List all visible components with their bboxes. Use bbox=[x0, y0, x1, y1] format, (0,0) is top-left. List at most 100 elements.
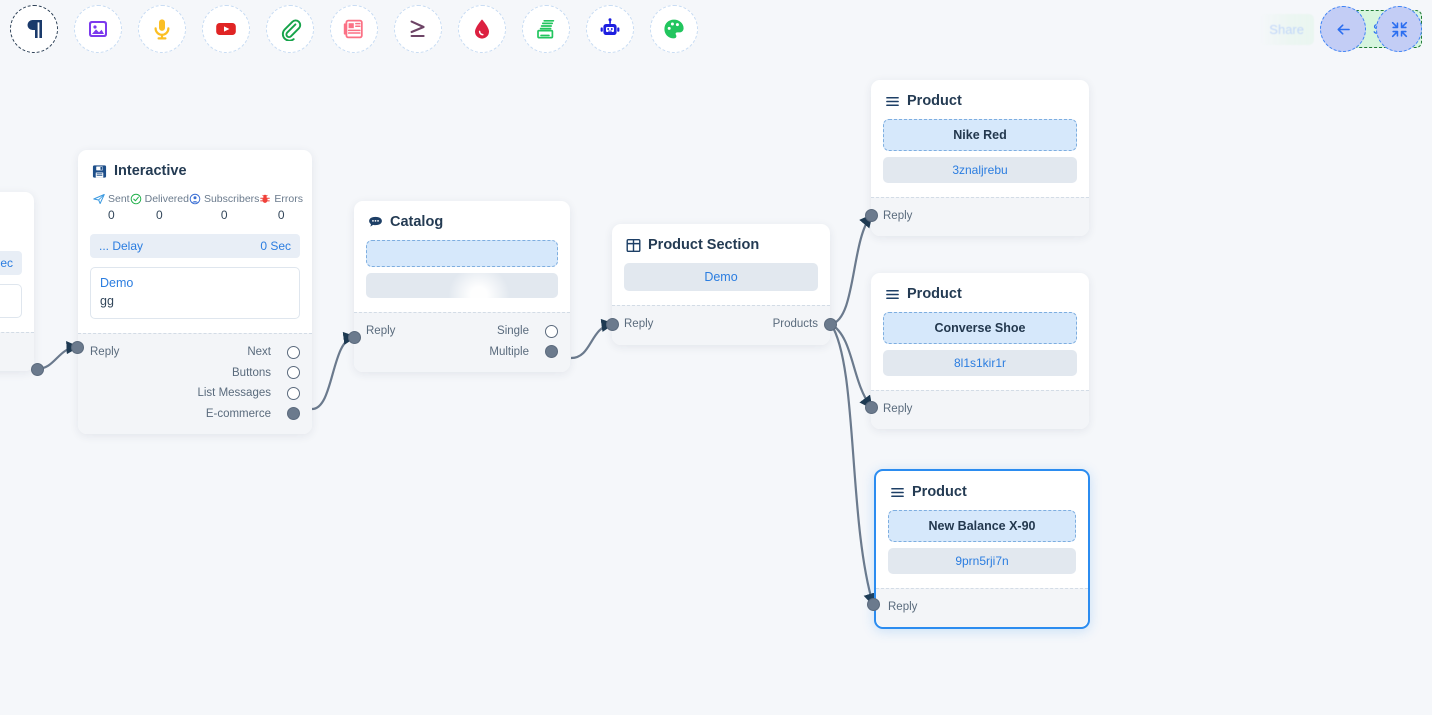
node-product-1[interactable]: Product Nike Red 3znaljrebu Reply bbox=[871, 80, 1089, 236]
node-interactive[interactable]: Interactive Sent 0 bbox=[78, 150, 312, 434]
node-product-section[interactable]: Product Section Demo Reply Products bbox=[612, 224, 830, 345]
hamburger-icon bbox=[886, 289, 899, 299]
node-product-section-title: Product Section bbox=[648, 237, 760, 253]
node-partial-left[interactable]: Errors 0 Sec Message bbox=[0, 192, 34, 371]
delay-value: 0 Sec bbox=[260, 239, 291, 253]
tool-bot[interactable] bbox=[586, 5, 634, 53]
product-section-demo-bar[interactable]: Demo bbox=[624, 263, 818, 291]
grid-icon bbox=[626, 238, 641, 252]
collapse-fullscreen-icon bbox=[1391, 21, 1407, 37]
node-product-3-title: Product bbox=[912, 484, 967, 500]
floppy-disk-icon bbox=[92, 164, 107, 178]
port-dot-catalog-reply[interactable] bbox=[348, 331, 361, 344]
node-product-2[interactable]: Product Converse Shoe 8l1s1kir1r Reply bbox=[871, 273, 1089, 429]
tool-attachment[interactable] bbox=[266, 5, 314, 53]
node-product-section-header: Product Section bbox=[612, 224, 830, 257]
port-label-reply: Reply bbox=[366, 325, 396, 337]
canvas-controls bbox=[1320, 0, 1432, 58]
node-interactive-title: Interactive bbox=[114, 163, 187, 179]
youtube-icon bbox=[216, 23, 236, 35]
fit-view-button[interactable] bbox=[1376, 6, 1422, 52]
port-dot-multiple[interactable] bbox=[545, 345, 558, 359]
blood-drop-icon bbox=[475, 19, 489, 39]
port-next[interactable]: Next bbox=[247, 342, 300, 363]
back-button[interactable] bbox=[1320, 6, 1366, 52]
node-product-1-title: Product bbox=[907, 93, 962, 109]
tool-condition[interactable] bbox=[394, 5, 442, 53]
port-dot-message-out[interactable] bbox=[31, 363, 44, 376]
port-label-reply: Reply bbox=[624, 318, 654, 331]
message-box[interactable] bbox=[0, 284, 22, 318]
delay-bar[interactable]: ... Delay 0 Sec bbox=[90, 234, 300, 258]
node-catalog-title: Catalog bbox=[390, 214, 444, 230]
port-dot-ecommerce[interactable] bbox=[287, 407, 300, 421]
message-title: Demo bbox=[100, 276, 134, 290]
product-name-chip[interactable]: New Balance X-90 bbox=[888, 510, 1076, 542]
tool-list[interactable] bbox=[522, 5, 570, 53]
edge-products-to-product-2 bbox=[830, 323, 873, 410]
tool-paragraph[interactable] bbox=[10, 5, 58, 53]
port-dot-next[interactable] bbox=[287, 345, 300, 359]
port-ecommerce[interactable]: E-commerce bbox=[206, 404, 300, 425]
message-box[interactable]: Demo gg bbox=[90, 267, 300, 319]
stat-errors: Errors 0 bbox=[259, 193, 303, 222]
image-icon bbox=[89, 21, 107, 37]
tool-trigger[interactable] bbox=[458, 5, 506, 53]
port-single[interactable]: Single bbox=[497, 321, 558, 342]
port-dot-single[interactable] bbox=[545, 324, 558, 338]
share-button-ghost[interactable]: Share bbox=[1259, 14, 1314, 45]
hamburger-icon bbox=[886, 96, 899, 106]
delay-label: ... Delay bbox=[99, 239, 144, 253]
port-dot-interactive-reply[interactable] bbox=[71, 341, 84, 354]
node-product-3-header: Product bbox=[876, 471, 1088, 504]
product-name-chip[interactable]: Converse Shoe bbox=[883, 312, 1077, 344]
port-dot-list-messages[interactable] bbox=[287, 386, 300, 400]
delay-bar[interactable]: Sec bbox=[0, 251, 22, 275]
news-icon bbox=[343, 19, 363, 39]
port-dot-product-3-reply[interactable] bbox=[867, 598, 880, 611]
port-products[interactable]: Products bbox=[772, 318, 818, 331]
paragraph-icon bbox=[27, 20, 42, 38]
stat-errors: Errors 0 bbox=[0, 210, 19, 239]
tool-theme[interactable] bbox=[650, 5, 698, 53]
stat-sent: Sent 0 bbox=[93, 193, 130, 222]
robot-icon bbox=[600, 18, 620, 35]
port-list-messages[interactable]: List Messages bbox=[197, 383, 300, 404]
microphone-icon bbox=[154, 19, 170, 40]
palette-icon bbox=[664, 19, 684, 39]
bug-icon bbox=[260, 194, 271, 203]
stat-delivered: Delivered 0 bbox=[130, 193, 189, 222]
port-label-reply: Reply bbox=[888, 601, 918, 613]
port-buttons[interactable]: Buttons bbox=[232, 363, 300, 384]
port-label-reply: Reply bbox=[883, 210, 913, 222]
product-code-chip[interactable]: 3znaljrebu bbox=[883, 157, 1077, 183]
tool-video[interactable] bbox=[202, 5, 250, 53]
node-catalog-header: Catalog bbox=[354, 201, 570, 234]
greater-equal-icon bbox=[410, 20, 425, 38]
port-label-reply: Reply bbox=[90, 346, 120, 358]
port-dot-product-1-reply[interactable] bbox=[865, 209, 878, 222]
tool-image[interactable] bbox=[74, 5, 122, 53]
hamburger-icon bbox=[891, 487, 904, 497]
node-interactive-header: Interactive bbox=[78, 150, 312, 183]
port-dot-buttons[interactable] bbox=[287, 366, 300, 380]
port-multiple[interactable]: Multiple bbox=[489, 342, 558, 363]
node-product-1-header: Product bbox=[871, 80, 1089, 113]
stat-subscribers: Subscribers 0 bbox=[189, 193, 259, 222]
tool-audio[interactable] bbox=[138, 5, 186, 53]
edge-ecommerce-to-catalog bbox=[311, 331, 357, 411]
catalog-skeleton-primary bbox=[366, 240, 558, 267]
port-dot-product-2-reply[interactable] bbox=[865, 401, 878, 414]
edge-products-to-product-3 bbox=[830, 323, 877, 607]
product-code-chip[interactable]: 9prn5rji7n bbox=[888, 548, 1076, 574]
port-dot-products-out[interactable] bbox=[824, 318, 837, 331]
product-name-chip[interactable]: Nike Red bbox=[883, 119, 1077, 151]
node-product-3[interactable]: Product New Balance X-90 9prn5rji7n Repl… bbox=[874, 469, 1090, 629]
tool-card[interactable] bbox=[330, 5, 378, 53]
element-toolbar bbox=[0, 0, 1432, 58]
node-catalog[interactable]: Catalog Reply Single Multiple bbox=[354, 201, 570, 372]
check-circle-icon bbox=[130, 193, 141, 205]
port-dot-product-section-reply[interactable] bbox=[606, 318, 619, 331]
product-code-chip[interactable]: 8l1s1kir1r bbox=[883, 350, 1077, 376]
node-product-2-header: Product bbox=[871, 273, 1089, 306]
